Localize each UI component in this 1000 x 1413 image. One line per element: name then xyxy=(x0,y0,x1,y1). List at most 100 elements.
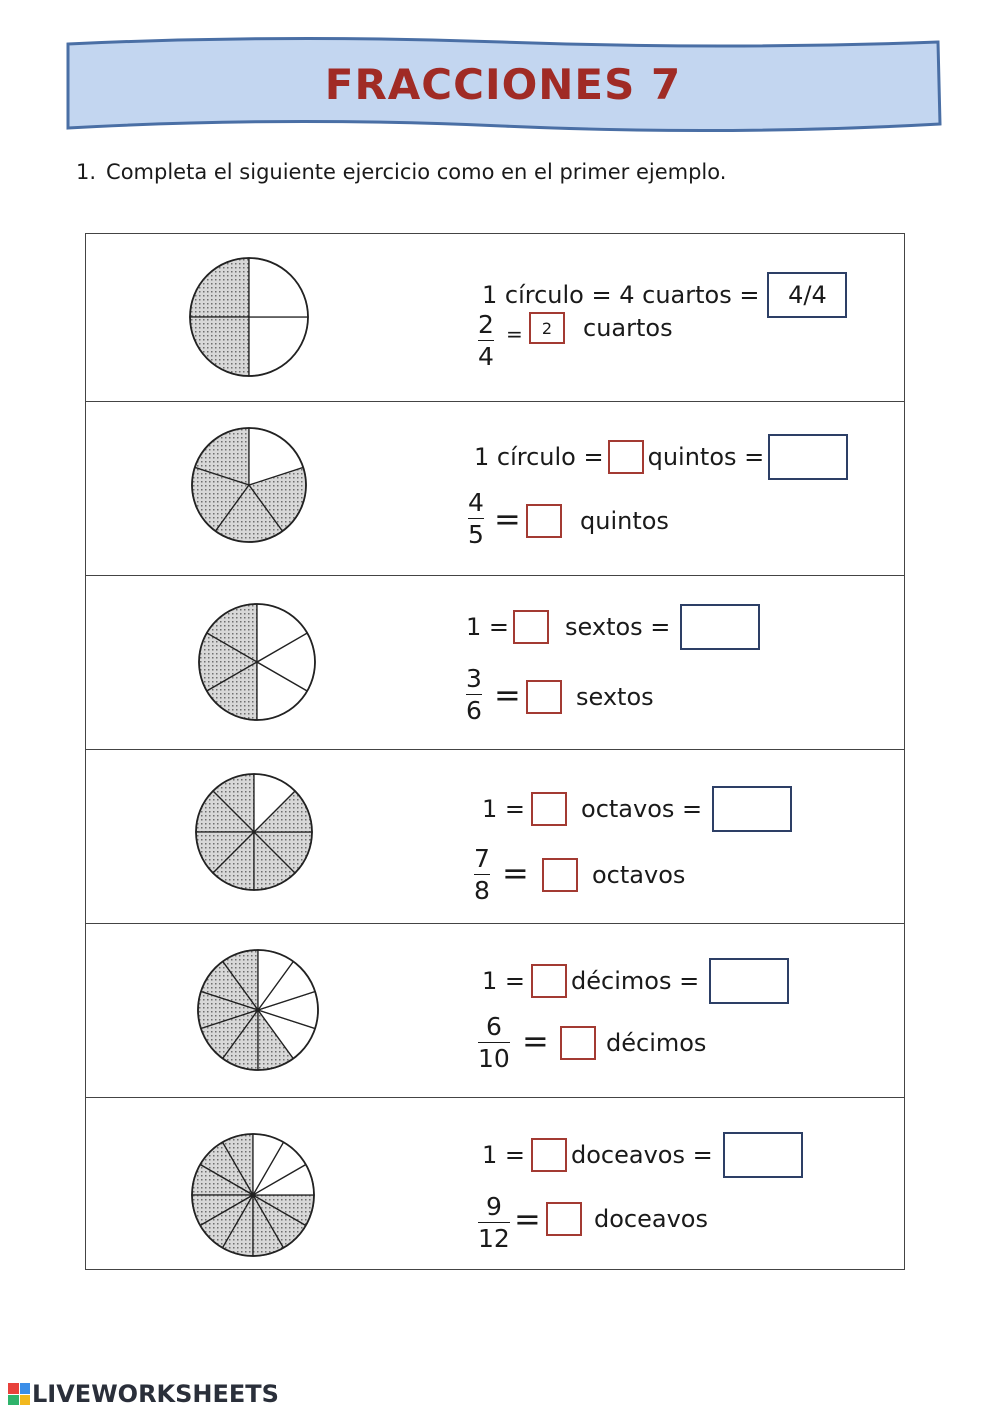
exercise-table: 1 círculo = 4 cuartos = 4/4 2 4 = 2 cuar… xyxy=(85,233,905,1270)
equation-prefix: 1 = xyxy=(482,795,526,823)
footer-brand[interactable]: LIVEWORKSHEETS xyxy=(8,1380,279,1408)
fraction-bar xyxy=(468,518,484,519)
circle-outline xyxy=(191,427,307,543)
numerator: 9 xyxy=(485,1192,502,1221)
answer-box-parts[interactable] xyxy=(560,1026,596,1060)
equals-sign: = xyxy=(494,676,521,714)
circle-outline xyxy=(198,603,316,721)
equals-sign: = xyxy=(514,1200,541,1238)
equals-sign: = xyxy=(506,322,523,346)
equation-middle: sextos = xyxy=(565,613,671,641)
equation-line-2: 2 cuartos xyxy=(529,312,673,344)
answer-box-parts[interactable] xyxy=(607,440,644,474)
equation-line-2: sextos xyxy=(526,680,654,714)
numerator: 3 xyxy=(466,664,482,693)
answer-box-total[interactable] xyxy=(768,434,849,480)
answer-box-parts[interactable] xyxy=(526,504,562,538)
fraction-bar xyxy=(478,340,494,341)
title-banner xyxy=(62,34,944,136)
answer-box-parts[interactable] xyxy=(531,792,568,826)
page-title: FRACCIONES 7 xyxy=(324,60,682,109)
fraction-circle xyxy=(195,773,313,891)
fraction-bar xyxy=(478,1042,510,1043)
answer-box-parts[interactable] xyxy=(542,858,578,892)
fraction-circle xyxy=(198,603,316,721)
denominator: 12 xyxy=(478,1224,510,1253)
circle-outline xyxy=(195,773,313,891)
brand-name: LIVEWORKSHEETS xyxy=(32,1380,279,1408)
fraction-circle xyxy=(197,949,319,1071)
exercise-row-quarters: 1 círculo = 4 cuartos = 4/4 2 4 = 2 cuar… xyxy=(86,234,904,402)
equation-line-2: quintos xyxy=(526,504,669,538)
instruction-number: 1. xyxy=(76,160,97,184)
circle-outline xyxy=(189,257,309,377)
equation-prefix: 1 = xyxy=(482,1141,526,1169)
denominator: 6 xyxy=(466,696,482,725)
unit-label: octavos xyxy=(592,861,686,889)
equals-sign: = xyxy=(502,854,529,892)
equation-line-2: octavos xyxy=(542,858,685,892)
equation-prefix: 1 = xyxy=(466,613,510,641)
unit-label: décimos xyxy=(606,1029,707,1057)
answer-box-total[interactable] xyxy=(722,1132,803,1178)
fraction-bar xyxy=(474,874,490,875)
equation-line-1: 1 = octavos = xyxy=(482,786,793,832)
instruction: 1. Completa el siguiente ejercicio como e… xyxy=(76,160,726,184)
fraction: 4 5 xyxy=(468,490,484,547)
answer-box-total[interactable] xyxy=(709,958,790,1004)
unit-label: quintos xyxy=(580,507,669,535)
fraction: 2 4 xyxy=(478,312,494,369)
denominator: 5 xyxy=(468,520,484,549)
equation-prefix: 1 círculo = xyxy=(474,443,604,471)
fraction-circle xyxy=(191,1133,315,1257)
answer-box-total[interactable]: 4/4 xyxy=(767,272,848,318)
answer-box-parts[interactable] xyxy=(531,1138,568,1172)
exercise-row-twelfths: 1 = doceavos = 9 12 = doceavos xyxy=(86,1098,904,1270)
fraction-bar xyxy=(466,694,482,695)
answer-box-parts[interactable]: 2 xyxy=(529,312,565,344)
denominator: 10 xyxy=(478,1044,510,1073)
equation-prefix: 1 = xyxy=(482,967,526,995)
equals-sign-wrap: = xyxy=(506,322,523,346)
instruction-text: Completa el siguiente ejercicio como en … xyxy=(106,160,727,184)
fraction-circle xyxy=(189,257,309,377)
equals-sign: = xyxy=(494,500,521,538)
answer-box-parts[interactable] xyxy=(546,1202,582,1236)
numerator: 6 xyxy=(485,1012,502,1041)
equation-line-1: 1 = sextos = xyxy=(466,604,761,650)
fraction-circle xyxy=(191,427,307,543)
equation-prefix: 1 círculo = 4 cuartos = xyxy=(482,281,760,309)
equation-middle: quintos = xyxy=(647,443,765,471)
answer-box-parts[interactable] xyxy=(531,964,568,998)
exercise-row-fifths: 1 círculo = quintos = 4 5 = quintos xyxy=(86,402,904,576)
denominator: 4 xyxy=(478,342,494,371)
answer-box-total[interactable] xyxy=(712,786,793,832)
fraction: 6 10 xyxy=(478,1014,510,1071)
liveworksheets-logo-icon xyxy=(8,1383,30,1405)
equation-middle: décimos = xyxy=(571,967,700,995)
exercise-row-sixths: 1 = sextos = 3 6 = sextos xyxy=(86,576,904,750)
answer-box-parts[interactable] xyxy=(513,610,550,644)
unit-label: doceavos xyxy=(594,1205,708,1233)
equals-sign: = xyxy=(522,1022,549,1060)
fraction-bar xyxy=(478,1222,510,1223)
equation-middle: octavos = xyxy=(581,795,703,823)
denominator: 8 xyxy=(474,876,490,905)
circle-outline xyxy=(191,1133,315,1257)
answer-box-parts[interactable] xyxy=(526,680,562,714)
fraction: 9 12 xyxy=(478,1194,510,1251)
equation-line-1: 1 = doceavos = xyxy=(482,1132,803,1178)
numerator: 2 xyxy=(478,310,494,339)
equation-middle: doceavos = xyxy=(571,1141,713,1169)
answer-box-total[interactable] xyxy=(680,604,761,650)
fraction: 7 8 xyxy=(474,846,490,903)
equation-line-2: doceavos xyxy=(546,1202,708,1236)
equation-line-1: 1 círculo = 4 cuartos = 4/4 xyxy=(482,272,848,318)
equation-line-1: 1 = décimos = xyxy=(482,958,790,1004)
equation-line-2: décimos xyxy=(560,1026,706,1060)
circle-outline xyxy=(197,949,319,1071)
unit-label: sextos xyxy=(576,683,654,711)
exercise-row-eighths: 1 = octavos = 7 8 = octavos xyxy=(86,750,904,924)
numerator: 4 xyxy=(468,488,484,517)
equation-line-1: 1 círculo = quintos = xyxy=(474,434,849,480)
